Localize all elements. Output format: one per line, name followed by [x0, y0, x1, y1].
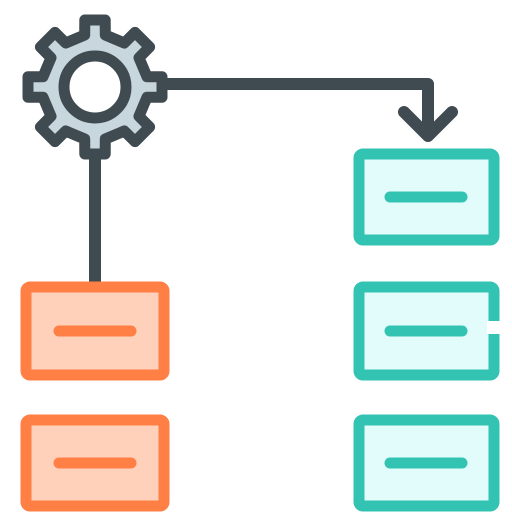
orange-box-bottom	[20, 414, 170, 512]
gear-icon	[22, 14, 168, 160]
connector-gear-to-teal	[154, 78, 434, 138]
teal-box-top	[353, 148, 500, 246]
arrowhead-down-icon	[398, 106, 458, 142]
orange-box-top	[20, 281, 170, 381]
box-edge-gap	[487, 321, 501, 334]
gear-hub	[58, 50, 132, 124]
teal-box-middle	[353, 281, 501, 381]
teal-box-bottom	[353, 414, 500, 512]
